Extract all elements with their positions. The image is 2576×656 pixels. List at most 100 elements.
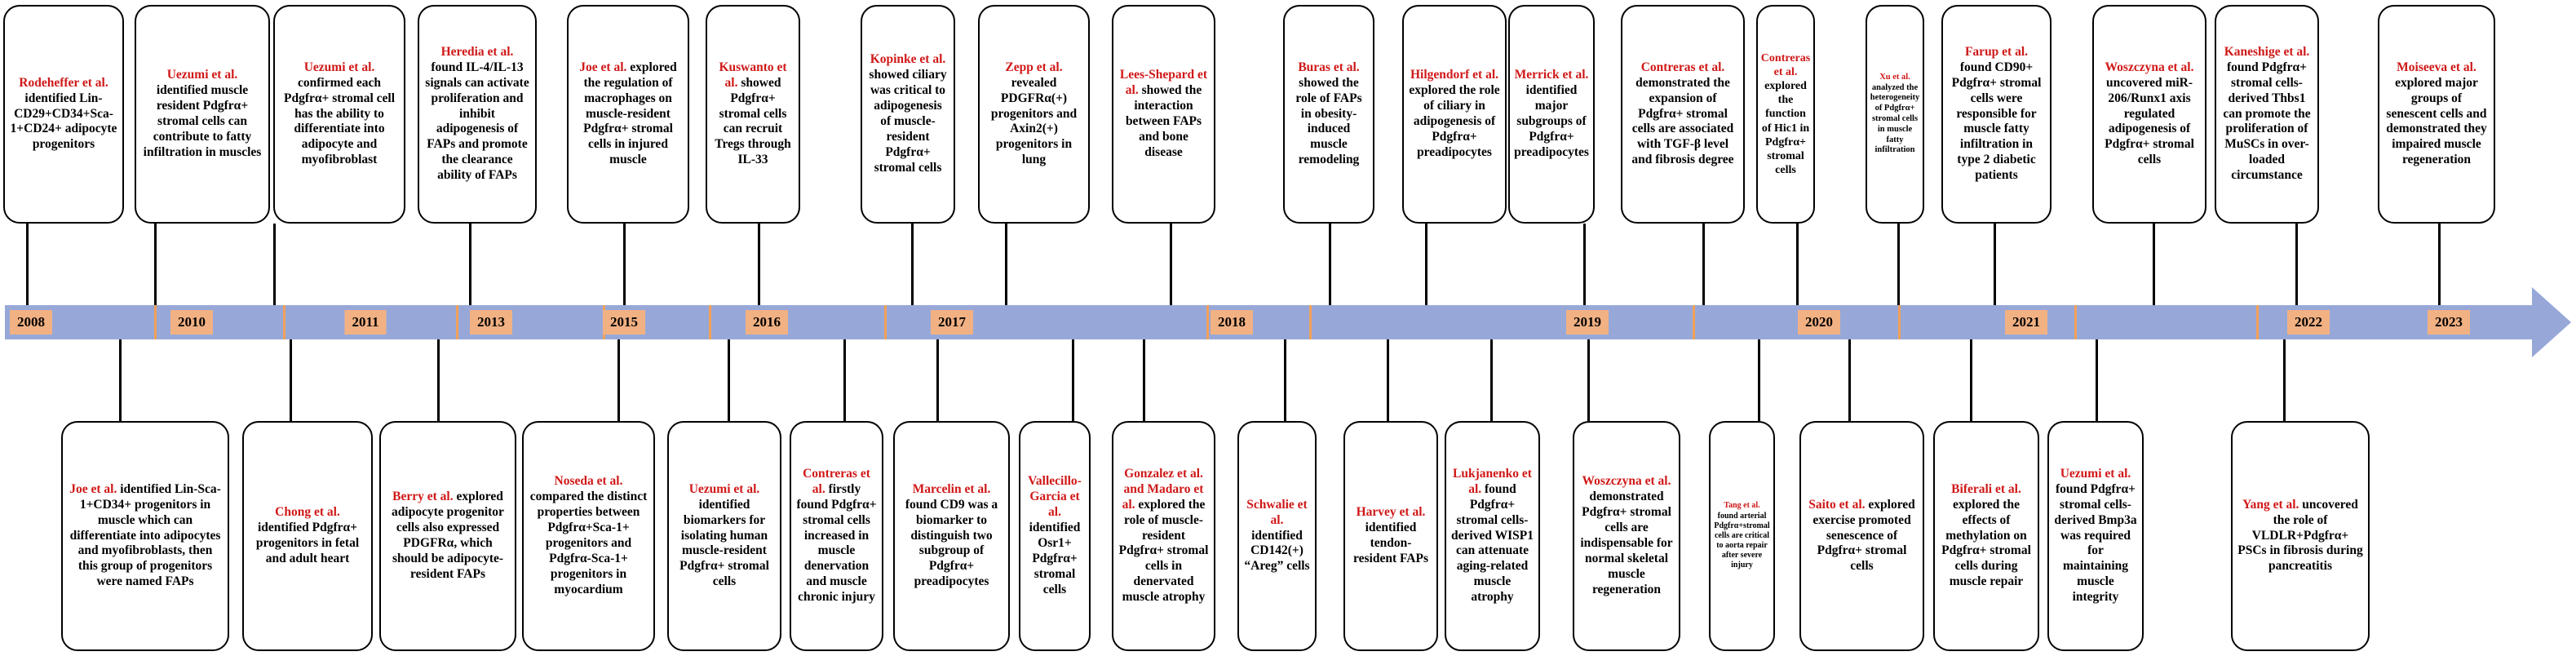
event-description: Joe et al. identified Lin-Sca-1+CD34+ pr…	[68, 482, 223, 590]
event-finding: showed the interaction between FAPs and …	[1125, 83, 1202, 159]
year-label-2015: 2015	[603, 310, 645, 335]
event-description: Lees-Shepard et al. showed the interacti…	[1118, 68, 1209, 160]
event-description: Harvey et al. identified tendon-resident…	[1350, 505, 1432, 567]
event-connector	[758, 224, 760, 305]
event-description: Yang et al. uncovered the role of VLDLR+…	[2237, 498, 2363, 575]
event-card-kopinke-et-al: Kopinke et al. showed ciliary was critic…	[861, 5, 955, 224]
event-connector	[617, 339, 620, 421]
event-card-woszczyna-et-al: Woszczyna et al. demonstrated Pdgfrα+ st…	[1573, 421, 1680, 651]
event-finding: found arterial Pdgfrα+stromal cells are …	[1714, 511, 1770, 570]
event-finding: explored major groups of senescent cells…	[2386, 75, 2487, 167]
event-connector	[1387, 339, 1389, 421]
event-author: Xu et al.	[1879, 72, 1910, 82]
year-label-2011: 2011	[344, 310, 387, 335]
event-finding: found CD90+ Pdgfrα+ stromal cells were r…	[1951, 60, 2042, 183]
event-connector	[119, 339, 122, 421]
event-author: Joe et al.	[69, 481, 117, 496]
event-description: Uezumi et al. found Pdgfrα+ stromal cell…	[2054, 467, 2137, 605]
event-description: Contreras et al. firstly found Pdgfrα+ s…	[796, 467, 877, 605]
year-tick	[1309, 305, 1312, 339]
event-author: Contreras et al.	[803, 466, 870, 496]
event-connector	[728, 339, 730, 421]
year-label-2018: 2018	[1211, 310, 1253, 335]
timeline-axis	[5, 305, 2534, 339]
event-author: Tang et al.	[1724, 501, 1760, 511]
event-author: Hilgendorf et al.	[1410, 68, 1499, 82]
event-card-zepp-et-al: Zepp et al. revealed PDGFRα(+) progenito…	[978, 5, 1090, 224]
event-author: Joe et al.	[579, 60, 627, 74]
event-connector	[1143, 339, 1145, 421]
event-description: Berry et al. explored adipocyte progenit…	[386, 490, 510, 582]
event-card-buras-et-al: Buras et al. showed the role of FAPs in …	[1283, 5, 1374, 224]
event-connector	[1897, 224, 1900, 305]
year-tick	[2256, 305, 2259, 339]
event-card-saito-et-al: Saito et al. explored exercise promoted …	[1799, 421, 1924, 651]
event-author: Kaneshige et al.	[2224, 44, 2310, 59]
event-description: Moiseeva et al. explored major groups of…	[2384, 60, 2489, 168]
event-author: Gonzalez et al. and Madaro et al.	[1122, 466, 1204, 512]
event-finding: explored the regulation of macrophages o…	[583, 60, 677, 167]
event-connector	[26, 224, 29, 305]
event-finding: found CD9 was a biomarker to distinguish…	[905, 497, 998, 589]
event-card-yang-et-al: Yang et al. uncovered the role of VLDLR+…	[2231, 421, 2370, 651]
event-connector	[1970, 339, 1972, 421]
event-description: Uezumi et al. identified muscle resident…	[141, 68, 263, 160]
year-tick	[456, 305, 458, 339]
event-connector	[1583, 224, 1586, 305]
event-finding: demonstrated Pdgfrα+ stromal cells are i…	[1580, 490, 1673, 596]
event-description: Rodeheffer et al. identified Lin-CD29+CD…	[10, 76, 117, 153]
event-connector	[1329, 224, 1331, 305]
year-label-2023: 2023	[2428, 310, 2470, 335]
event-description: Woszczyna et al. uncovered miR-206/Runx1…	[2099, 60, 2200, 168]
event-author: Harvey et al.	[1356, 505, 1426, 520]
year-tick	[1206, 305, 1209, 339]
year-label-2019: 2019	[1566, 310, 1609, 335]
event-finding: explored the role of ciliary in adipogen…	[1409, 83, 1500, 159]
event-finding: identified major subgroups of Pdgfrα+ pr…	[1514, 83, 1589, 159]
event-author: Noseda et al.	[554, 474, 623, 489]
event-card-noseda-et-al: Noseda et al. compared the distinct prop…	[522, 421, 655, 651]
event-description: Chong et al. identified Pdgfrα+ progenit…	[249, 505, 366, 567]
event-card-woszczyna-et-al: Woszczyna et al. uncovered miR-206/Runx1…	[2092, 5, 2206, 224]
event-card-schwalie-et-al: Schwalie et al. identified CD142(+) “Are…	[1237, 421, 1317, 651]
event-finding: explored exercise promoted senescence of…	[1812, 497, 1915, 574]
event-author: Chong et al.	[275, 505, 340, 520]
event-connector	[1170, 224, 1172, 305]
event-description: Hilgendorf et al. explored the role of c…	[1409, 68, 1500, 160]
event-author: Lukjanenko et al.	[1453, 466, 1532, 496]
event-connector	[1072, 339, 1074, 421]
event-connector	[154, 224, 157, 305]
event-finding: analyzed the heterogeneity of Pdgfrα+ st…	[1870, 82, 1920, 155]
event-description: Zepp et al. revealed PDGFRα(+) progenito…	[985, 60, 1083, 168]
event-finding: uncovered the role of VLDLR+Pdgfrα+ PSCs…	[2237, 497, 2363, 574]
event-finding: identified tendon-resident FAPs	[1353, 521, 1428, 565]
event-finding: explored the effects of methylation on P…	[1941, 497, 2031, 589]
event-description: Buras et al. showed the role of FAPs in …	[1290, 60, 1368, 168]
event-card-tang-et-al: Tang et al. found arterial Pdgfrα+stroma…	[1709, 421, 1775, 651]
year-tick	[154, 305, 157, 339]
event-author: Contreras et al.	[1760, 52, 1811, 79]
event-finding: identified CD142(+) “Areg” cells	[1244, 528, 1310, 574]
event-description: Woszczyna et al. demonstrated Pdgfrα+ st…	[1579, 474, 1674, 597]
year-label-2016: 2016	[746, 310, 788, 335]
event-card-farup-et-al: Farup et al. found CD90+ Pdgfrα+ stromal…	[1941, 5, 2052, 224]
event-card-joe-et-al: Joe et al. explored the regulation of ma…	[567, 5, 689, 224]
year-tick	[1898, 305, 1901, 339]
event-card-contreras-et-al: Contreras et al. explored the function o…	[1756, 5, 1815, 224]
event-description: Noseda et al. compared the distinct prop…	[529, 474, 648, 597]
event-author: Uezumi et al.	[688, 481, 760, 496]
event-finding: identified Lin-Sca-1+CD34+ progenitors i…	[69, 481, 221, 589]
event-card-joe-et-al: Joe et al. identified Lin-Sca-1+CD34+ pr…	[61, 421, 229, 651]
year-label-2008: 2008	[10, 310, 52, 335]
event-connector	[1005, 224, 1007, 305]
event-finding: found Pdgfrα+ stromal cells-derived WISP…	[1451, 481, 1534, 605]
event-connector	[2153, 224, 2155, 305]
event-card-heredia-et-al: Heredia et al. found IL-4/IL-13 signals …	[418, 5, 537, 224]
event-finding: identified Lin-CD29+CD34+Sca-1+CD24+ adi…	[10, 91, 117, 152]
event-finding: identified Osr1+ Pdgfrα+ stromal cells	[1029, 521, 1081, 596]
year-label-2021: 2021	[2005, 310, 2047, 335]
event-finding: compared the distinct properties between…	[529, 490, 648, 596]
event-card-gonzalez-et-al-and-madaro-et-al: Gonzalez et al. and Madaro et al. explor…	[1112, 421, 1215, 651]
event-finding: explored adipocyte progenitor cells also…	[392, 490, 504, 581]
event-finding: firstly found Pdgfrα+ stromal cells incr…	[796, 481, 877, 605]
